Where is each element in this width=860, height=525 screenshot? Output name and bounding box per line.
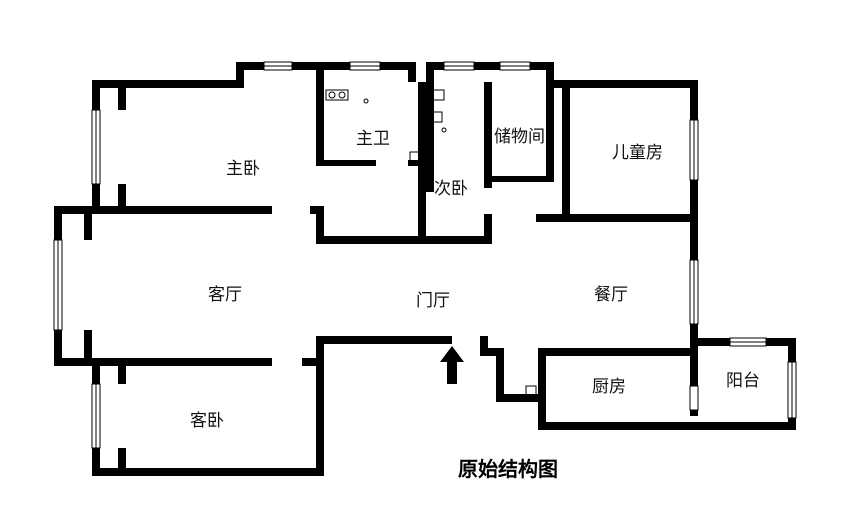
shower-icon (429, 89, 445, 101)
walls (54, 62, 796, 476)
entrance-arrow-icon (440, 346, 464, 384)
label-dining-room: 餐厅 (594, 285, 628, 305)
label-foyer: 门厅 (416, 291, 450, 311)
label-kids-room: 儿童房 (612, 143, 663, 163)
label-living-room: 客厅 (208, 285, 242, 305)
fixtures (325, 89, 537, 397)
diagram-title: 原始结构图 (458, 457, 558, 481)
bath-sink-icon (325, 89, 349, 101)
label-second-bedroom: 次卧 (434, 179, 468, 199)
label-master-bedroom: 主卧 (226, 159, 260, 179)
room-labels: 主卧 主卫 储物间 次卧 儿童房 客厅 门厅 餐厅 客卧 厨房 阳台 (190, 127, 760, 431)
label-guest-bedroom: 客卧 (190, 411, 224, 431)
label-kitchen: 厨房 (592, 377, 626, 397)
label-storage: 储物间 (494, 127, 545, 147)
windows (53, 61, 797, 449)
bath-drain-icon (363, 98, 369, 104)
toilet-icon (409, 151, 421, 165)
kitchen-sink-icon (525, 385, 537, 397)
label-master-bath: 主卫 (356, 129, 390, 149)
label-balcony: 阳台 (726, 371, 760, 391)
